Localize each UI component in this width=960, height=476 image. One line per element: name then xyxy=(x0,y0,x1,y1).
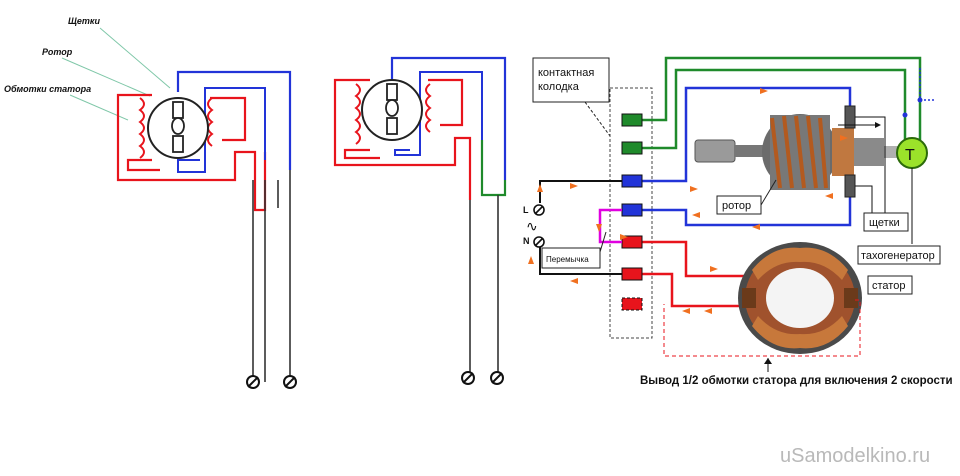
stator-label: статор xyxy=(872,280,905,292)
label-N: N xyxy=(523,236,530,246)
arrow-3 xyxy=(760,88,768,94)
stator-wire-left xyxy=(116,93,267,212)
ac-symbol: ∿ xyxy=(526,218,538,234)
stator-wire-inner xyxy=(126,158,160,172)
stator-wire-right xyxy=(210,96,247,142)
leader-line-rotor xyxy=(61,57,151,97)
stator-illustration xyxy=(738,242,862,354)
brush-bottom xyxy=(172,135,184,153)
terminal-red-2 xyxy=(621,267,643,281)
brush-wire-a xyxy=(640,86,852,183)
stator-coil-left-2 xyxy=(354,83,361,145)
terminal-blue-1 xyxy=(621,174,643,188)
arrow-12 xyxy=(528,256,534,264)
jumper-label: Перемычка xyxy=(546,255,589,264)
terminal-blue-2 xyxy=(621,203,643,217)
stator-coil-right-2 xyxy=(425,83,432,133)
brush-top xyxy=(172,101,184,119)
stator-wire-a xyxy=(640,240,745,278)
stator-label-box xyxy=(867,275,913,295)
terminal-3 xyxy=(461,371,475,385)
arrow-5 xyxy=(825,193,833,199)
terminal-L xyxy=(533,204,545,216)
stator-wire-b xyxy=(640,272,745,308)
terminal-red-3-optional xyxy=(621,297,643,311)
arrow-15 xyxy=(752,224,760,230)
watermark: uSamodelkino.ru xyxy=(780,445,930,467)
brush-wire-top xyxy=(176,70,292,170)
jumper-label-box xyxy=(541,247,601,269)
leader-line-stator xyxy=(69,94,129,121)
brush-wire-bottom xyxy=(177,87,266,173)
stator-wire-2 xyxy=(333,78,472,200)
terminal-4 xyxy=(490,371,504,385)
current-direction-arrows xyxy=(528,88,848,314)
terminal-1 xyxy=(246,375,260,389)
commutator xyxy=(171,117,185,135)
brush-wire-b xyxy=(640,195,852,227)
jumper-wire xyxy=(598,208,622,244)
stator-half-winding-lead xyxy=(663,299,861,357)
label-stator-windings: Обмотки статора xyxy=(4,84,91,94)
arrow-8 xyxy=(620,234,628,240)
brushes-label-box xyxy=(863,212,909,232)
green-jumper-2 xyxy=(480,140,507,197)
rotor-illustration xyxy=(694,114,904,190)
tacho-label-box xyxy=(857,245,941,265)
arrow-13 xyxy=(537,184,543,192)
stator-coil-left xyxy=(138,97,145,159)
label-rotor: Ротор xyxy=(42,47,73,57)
tacho-wire-2 xyxy=(640,68,907,160)
terminal-green-2 xyxy=(621,141,643,155)
mains-wire-L xyxy=(539,180,622,203)
brushes-label: щетки xyxy=(869,217,900,229)
brush-lower xyxy=(844,174,856,198)
terminal-green-1 xyxy=(621,113,643,127)
terminal-N xyxy=(533,236,545,248)
arrow-6 xyxy=(692,212,700,218)
motor-scheme-2 xyxy=(333,56,507,385)
tacho-symbol: T xyxy=(905,147,915,164)
label-brushes: Щетки xyxy=(68,16,100,26)
arrow-4 xyxy=(840,135,848,141)
mains-wire-N xyxy=(539,244,622,275)
terminal-2 xyxy=(283,375,297,389)
rotor-label: ротор xyxy=(722,200,751,212)
terminal-block xyxy=(609,87,653,339)
arrow-1 xyxy=(570,183,578,189)
footnote-label: Вывод 1/2 обмотки статора для включения … xyxy=(640,375,953,387)
arrow-10 xyxy=(704,308,712,314)
arrow-14 xyxy=(682,308,690,314)
arrow-9 xyxy=(710,266,718,272)
brush-wire-top-2 xyxy=(390,56,507,180)
leader-line-brushes xyxy=(99,27,171,89)
arrow-7 xyxy=(596,224,602,232)
motor-scheme-1: Щетки Ротор Обмотки статора xyxy=(4,16,297,389)
terminal-block-label-box xyxy=(532,57,610,103)
tachogenerator-label: тахогенератор xyxy=(861,250,935,262)
label-L: L xyxy=(523,205,529,215)
arrow-11 xyxy=(570,278,578,284)
arrow-2 xyxy=(690,186,698,192)
stator-coil-right xyxy=(207,97,214,147)
